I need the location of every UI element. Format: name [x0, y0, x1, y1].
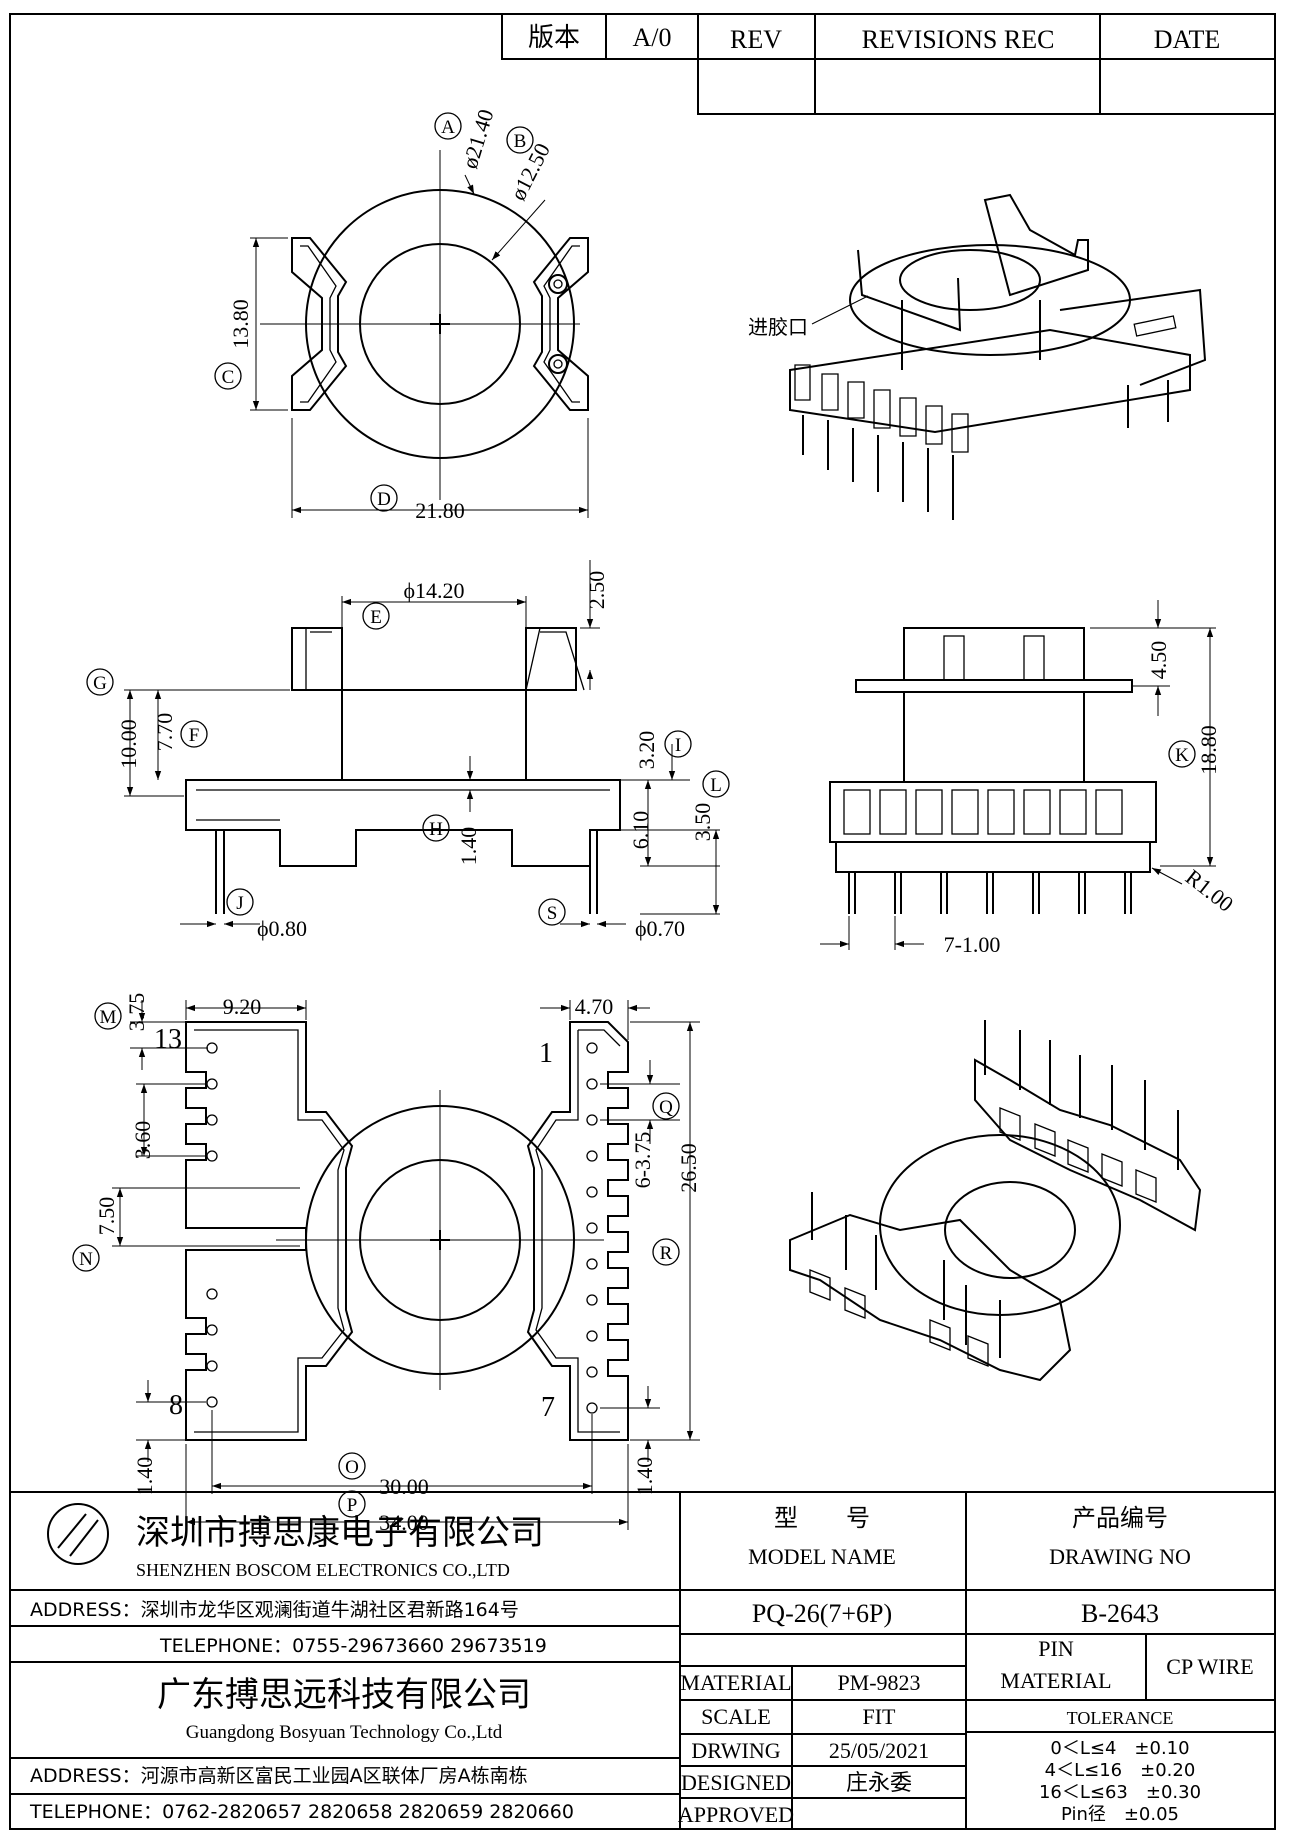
dim-i: 3.20 [634, 731, 659, 770]
side-view: 4.50 18.80 K R1.00 7-1.00 [820, 600, 1238, 957]
iso-view-bottom [789, 1020, 1202, 1382]
circle-s: S [547, 903, 558, 924]
pin-1: 1 [539, 1038, 553, 1069]
dim-140-left: 1.40 [132, 1457, 157, 1496]
pin-material-value: CP WIRE [1166, 1654, 1253, 1679]
circle-g: G [93, 673, 107, 694]
telephone-1: TELEPHONE：0755-29673660 29673519 [159, 1635, 547, 1657]
top-view: 21.80 D 13.80 C ø21.40 A ø12.50 B [214, 106, 589, 523]
circle-d: D [377, 489, 391, 510]
approved-label: APPROVED [678, 1802, 794, 1827]
dim-m: 3.75 [124, 993, 149, 1032]
circle-k: K [1175, 745, 1189, 766]
dim-140-right: 1.40 [632, 1457, 657, 1496]
dim-q: 6-3.75 [630, 1132, 655, 1189]
dim-j: ϕ0.80 [257, 916, 307, 941]
dim-f: 7.70 [152, 713, 177, 752]
tolerance-2: 4＜L≤16 ±0.20 [1045, 1760, 1196, 1781]
dim-61: 6.10 [628, 811, 653, 850]
telephone-2: TELEPHONE：0762-2820657 2820658 2820659 2… [29, 1801, 574, 1823]
dim-pitch: 7-1.00 [944, 932, 1001, 957]
dim-d: 21.80 [415, 498, 465, 523]
revisions-label: REVISIONS REC [862, 25, 1055, 54]
pin-8: 8 [169, 1390, 183, 1421]
dim-360: 3.60 [130, 1121, 155, 1160]
tolerance-3: 16＜L≤63 ±0.30 [1039, 1782, 1201, 1803]
date-label: DATE [1154, 25, 1220, 54]
tolerance-1: 0＜L≤4 ±0.10 [1050, 1738, 1189, 1759]
circle-n: N [79, 1249, 93, 1270]
dim-920: 9.20 [223, 994, 262, 1019]
dim-g: 10.00 [116, 719, 141, 769]
tolerance-label: TOLERANCE [1067, 1708, 1174, 1728]
pin-material-label-1: PIN [1038, 1636, 1074, 1661]
circle-m: M [100, 1007, 117, 1028]
drawing-date-label: DRWING [691, 1738, 780, 1763]
circle-f: F [189, 725, 200, 746]
dim-h: 1.40 [456, 827, 481, 866]
dim-r: R1.00 [1181, 864, 1238, 916]
dim-n: 7.50 [94, 1197, 119, 1236]
revision-block: 版本 A/0 REV REVISIONS REC DATE [501, 13, 1276, 115]
model-label-cn: 型 号 [774, 1504, 870, 1532]
company-logo [47, 1503, 109, 1565]
gate-label: 进胶口 [748, 315, 808, 339]
dim-e: ϕ14.20 [403, 578, 464, 603]
circle-l: L [710, 775, 722, 796]
circle-c: C [222, 367, 235, 388]
circle-j: J [236, 893, 243, 914]
version-label: 版本 [528, 23, 580, 53]
material-value: PM-9823 [837, 1670, 920, 1695]
iso-view-top: 进胶口 [748, 193, 1207, 520]
dim-a: ø21.40 [457, 106, 499, 171]
circle-o: O [345, 1457, 359, 1478]
pin-13: 13 [154, 1024, 182, 1055]
model-label-en: MODEL NAME [748, 1544, 896, 1569]
address-1: ADDRESS：深圳市龙华区观澜街道牛湖社区君新路164号 [30, 1599, 519, 1621]
circle-q: Q [659, 1097, 673, 1118]
dim-r-bottom: 26.50 [676, 1143, 701, 1193]
circle-p: P [347, 1495, 358, 1516]
front-view: ϕ14.20 E 2.50 10.00 G 7.70 F 3.20 I 6.10… [86, 560, 730, 941]
dim-p: 34.00 [379, 1510, 429, 1535]
address-2: ADDRESS：河源市高新区富民工业园A区联体厂房A栋南栋 [30, 1765, 528, 1787]
drawing-value: B-2643 [1081, 1599, 1159, 1628]
dim-k: 18.80 [1196, 725, 1221, 775]
pin-material-label-2: MATERIAL [1000, 1668, 1111, 1693]
material-label: MATERIAL [680, 1670, 791, 1695]
company2-en: Guangdong Bosyuan Technology Co.,Ltd [186, 1722, 503, 1743]
drawing-label-en: DRAWING NO [1049, 1544, 1191, 1569]
dim-top: 2.50 [584, 571, 609, 610]
dim-470: 4.70 [575, 994, 614, 1019]
dim-c: 13.80 [228, 299, 253, 349]
drawing-date-value: 25/05/2021 [829, 1738, 929, 1763]
title-block: 深圳市搏思康电子有限公司 SHENZHEN BOSCOM ELECTRONICS… [9, 1491, 1276, 1830]
dim-o: 30.00 [379, 1474, 429, 1499]
rev-label: REV [730, 25, 782, 54]
dim-l: 3.50 [690, 803, 715, 842]
circle-a: A [441, 117, 455, 138]
dim-s: ϕ0.70 [635, 916, 685, 941]
designed-label: DESIGNED [681, 1770, 791, 1795]
scale-label: SCALE [701, 1704, 771, 1729]
model-value: PQ-26(7+6P) [752, 1599, 892, 1628]
bottom-view: 13 1 8 7 9.20 4.70 3.75 M 3.60 7.50 N [72, 993, 701, 1535]
designed-value: 庄永委 [846, 1771, 912, 1796]
circle-h: H [429, 819, 443, 840]
pin-7: 7 [541, 1392, 555, 1423]
drawing-label-cn: 产品编号 [1072, 1504, 1168, 1532]
scale-value: FIT [863, 1704, 897, 1729]
tolerance-4: Pin径 ±0.05 [1061, 1804, 1179, 1825]
circle-e: E [370, 607, 382, 628]
circle-b: B [514, 131, 527, 152]
circle-r: R [660, 1243, 673, 1264]
dim-450: 4.50 [1146, 641, 1171, 680]
company-en: SHENZHEN BOSCOM ELECTRONICS CO.,LTD [136, 1560, 510, 1580]
company-cn: 深圳市搏思康电子有限公司 [136, 1513, 544, 1553]
circle-i: I [675, 735, 681, 756]
version-value: A/0 [633, 23, 672, 52]
company2-cn: 广东搏思远科技有限公司 [157, 1675, 531, 1715]
